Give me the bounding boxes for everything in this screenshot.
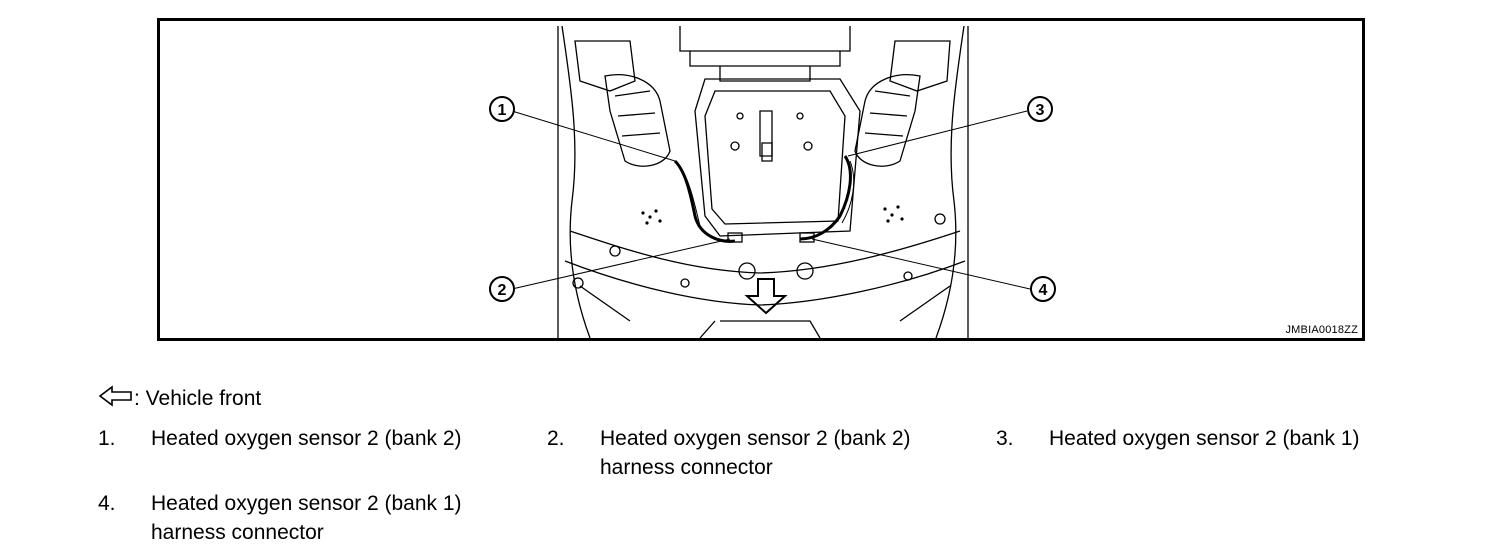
engine-underside-illustration: 1 2 3 4 xyxy=(489,25,1056,338)
svg-text:4: 4 xyxy=(1039,282,1048,299)
item-number: 3. xyxy=(996,427,1014,450)
list-item-3: 3. Heated oxygen sensor 2 (bank 1) xyxy=(996,424,1436,484)
list-item-1: 1. Heated oxygen sensor 2 (bank 2) xyxy=(98,424,538,484)
svg-text:2: 2 xyxy=(498,282,507,299)
item-text-line1: Heated oxygen sensor 2 (bank 2) xyxy=(151,427,462,450)
item-text-line2: harness connector xyxy=(600,456,773,479)
figure-frame: 1 2 3 4 JMBIA0018ZZ xyxy=(157,18,1365,341)
item-text-line1: Heated oxygen sensor 2 (bank 1) xyxy=(151,492,462,515)
item-number: 1. xyxy=(98,427,116,450)
callout-2: 2 xyxy=(489,276,515,302)
item-text-line1: Heated oxygen sensor 2 (bank 1) xyxy=(1049,427,1360,450)
legend-vehicle-front: : Vehicle front xyxy=(98,385,261,411)
figure-id: JMBIA0018ZZ xyxy=(1285,324,1358,336)
callout-4: 4 xyxy=(1030,276,1056,302)
item-number: 4. xyxy=(98,492,116,515)
list-item-4: 4. Heated oxygen sensor 2 (bank 1) harne… xyxy=(98,489,538,549)
item-text-line2: harness connector xyxy=(151,521,324,544)
callout-3: 3 xyxy=(1027,96,1053,122)
legend-text: : Vehicle front xyxy=(134,387,262,410)
item-number: 2. xyxy=(547,427,565,450)
svg-text:3: 3 xyxy=(1036,102,1045,119)
callout-1: 1 xyxy=(489,96,515,122)
list-item-2: 2. Heated oxygen sensor 2 (bank 2) harne… xyxy=(547,424,987,484)
item-text-line1: Heated oxygen sensor 2 (bank 2) xyxy=(600,427,911,450)
svg-text:1: 1 xyxy=(498,102,507,119)
front-arrow-icon xyxy=(98,385,132,407)
